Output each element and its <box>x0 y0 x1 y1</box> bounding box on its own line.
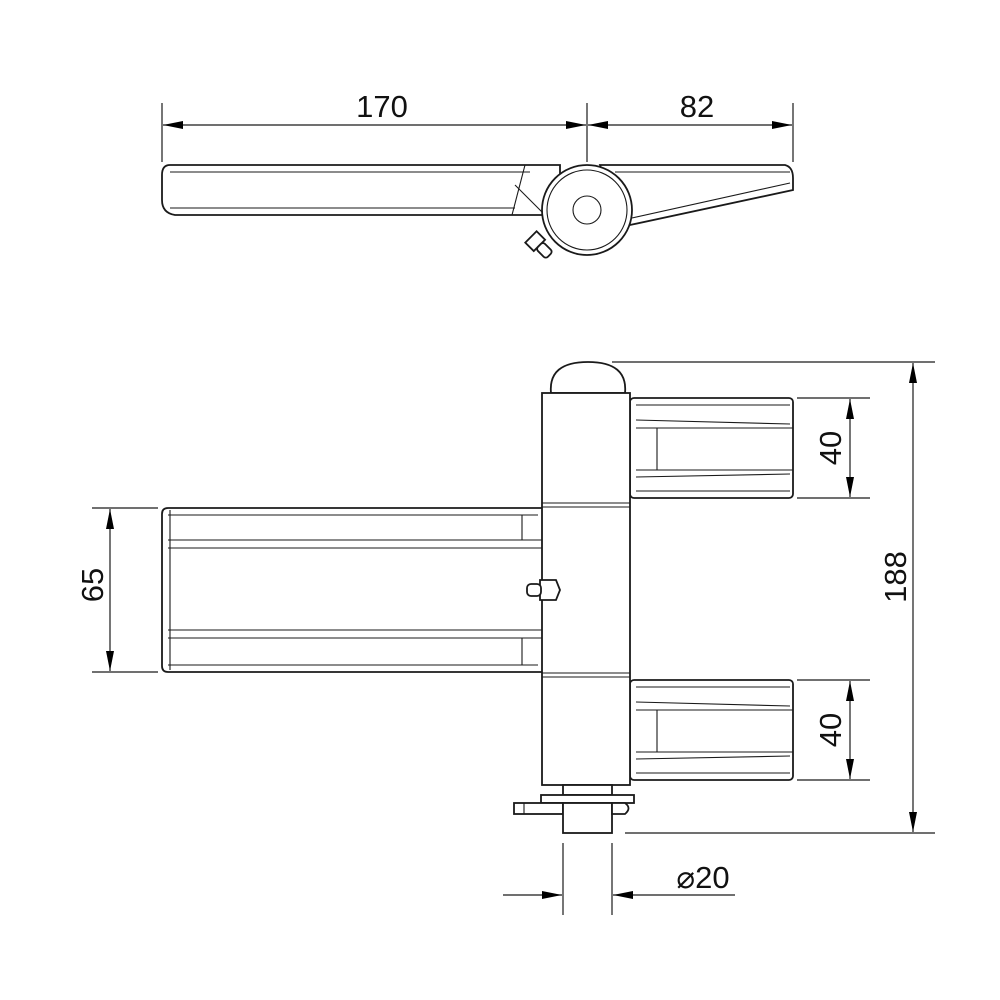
top-left-arm <box>161 164 561 226</box>
dim-82-label: 82 <box>680 89 714 124</box>
dim-diameter-label: ⌀20 <box>676 860 729 895</box>
dimension-diameter-20: ⌀20 <box>503 843 735 915</box>
dimension-82: 82 <box>588 89 792 129</box>
lower-right-leaf <box>629 679 794 781</box>
dim-188-label: 188 <box>878 551 913 603</box>
dim-40-upper-label: 40 <box>813 431 848 465</box>
grease-nipple-front <box>526 579 561 601</box>
dim-65-label: 65 <box>75 568 110 602</box>
dimension-170: 170 <box>161 89 794 162</box>
dimension-40-lower: 40 <box>797 679 870 781</box>
left-leaf <box>161 507 546 673</box>
dim-170-label: 170 <box>356 89 408 124</box>
dim-40-lower-label: 40 <box>813 713 848 747</box>
hinge-barrel-top <box>541 164 633 256</box>
dimension-40-upper: 40 <box>797 397 870 499</box>
front-view: 40 40 188 65 ⌀20 <box>75 361 935 915</box>
upper-right-leaf <box>629 397 794 499</box>
bottom-pin <box>513 784 635 834</box>
grease-nipple-top <box>523 229 553 259</box>
top-view: 170 82 <box>161 89 794 259</box>
barrel-cap <box>550 361 626 394</box>
dimension-188: 188 <box>612 361 935 834</box>
dimension-65: 65 <box>75 507 158 673</box>
top-right-arm <box>598 164 794 226</box>
